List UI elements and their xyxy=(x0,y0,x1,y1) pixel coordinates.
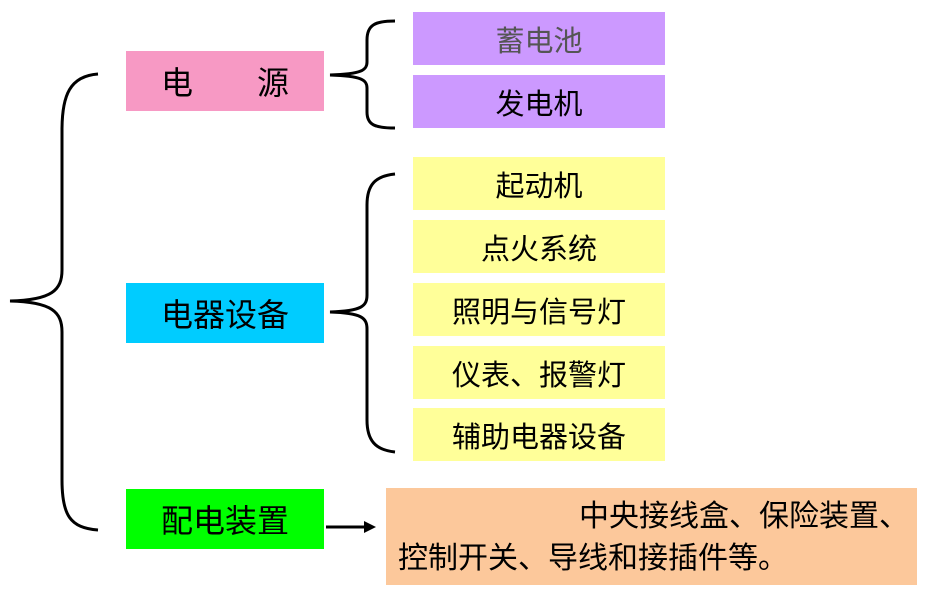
item-ignition: 点火系统 xyxy=(413,220,665,273)
item-battery: 蓄电池 xyxy=(413,12,665,65)
item-auxiliary: 辅助电器设备 xyxy=(413,408,665,461)
description-line-1: 中央接线盒、保险装置、 xyxy=(579,499,909,534)
distribution-description: 中央接线盒、保险装置、 控制开关、导线和接插件等。 xyxy=(386,488,917,585)
description-line-2: 控制开关、导线和接插件等。 xyxy=(398,541,788,576)
power-brace xyxy=(329,19,396,130)
category-power-source: 电 源 xyxy=(126,51,324,111)
main-brace xyxy=(9,72,99,532)
equipment-brace xyxy=(329,172,396,454)
item-generator: 发电机 xyxy=(413,75,665,128)
category-distribution-device: 配电装置 xyxy=(126,489,324,549)
item-lighting-signal: 照明与信号灯 xyxy=(413,283,665,336)
arrow-head xyxy=(364,521,376,533)
category-electrical-equipment: 电器设备 xyxy=(126,283,324,343)
item-instruments-alarm: 仪表、报警灯 xyxy=(413,346,665,399)
item-starter: 起动机 xyxy=(413,157,665,210)
